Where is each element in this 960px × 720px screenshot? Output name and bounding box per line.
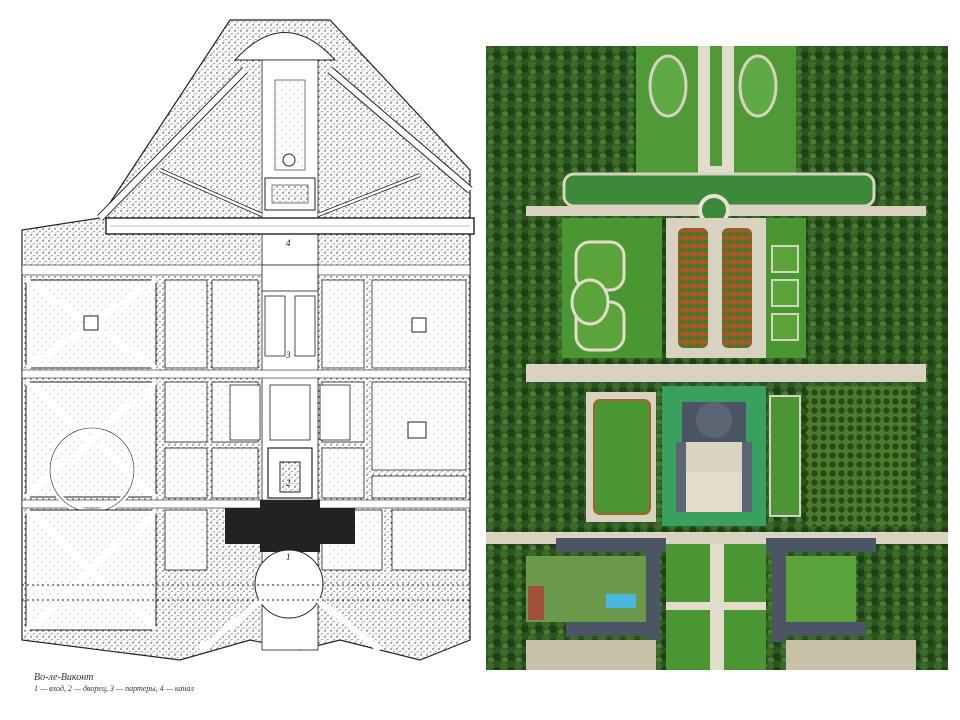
aerial-parterre-right [722, 228, 752, 348]
plan-label-canal: 4 [286, 238, 291, 248]
exedra [233, 32, 337, 61]
aerial-parterre-left [678, 228, 708, 348]
plan-drawing [21, 19, 475, 661]
plan-caption-title: Во-ле-Виконт [34, 672, 94, 683]
entrance-forecourt [254, 549, 324, 619]
plan-label-entrance: 1 [286, 552, 291, 562]
garden-plan-engraving: 1 2 3 4 [21, 19, 475, 661]
aerial-chateau [676, 402, 752, 512]
plan-caption-legend: 1 — вход, 2 — дворец, 3 — партеры, 4 — к… [34, 684, 194, 693]
plan-label-parterres: 3 [285, 350, 291, 360]
plan-label-palace: 2 [286, 478, 291, 488]
aerial-photo [486, 46, 948, 670]
aerial-scene [486, 46, 948, 670]
